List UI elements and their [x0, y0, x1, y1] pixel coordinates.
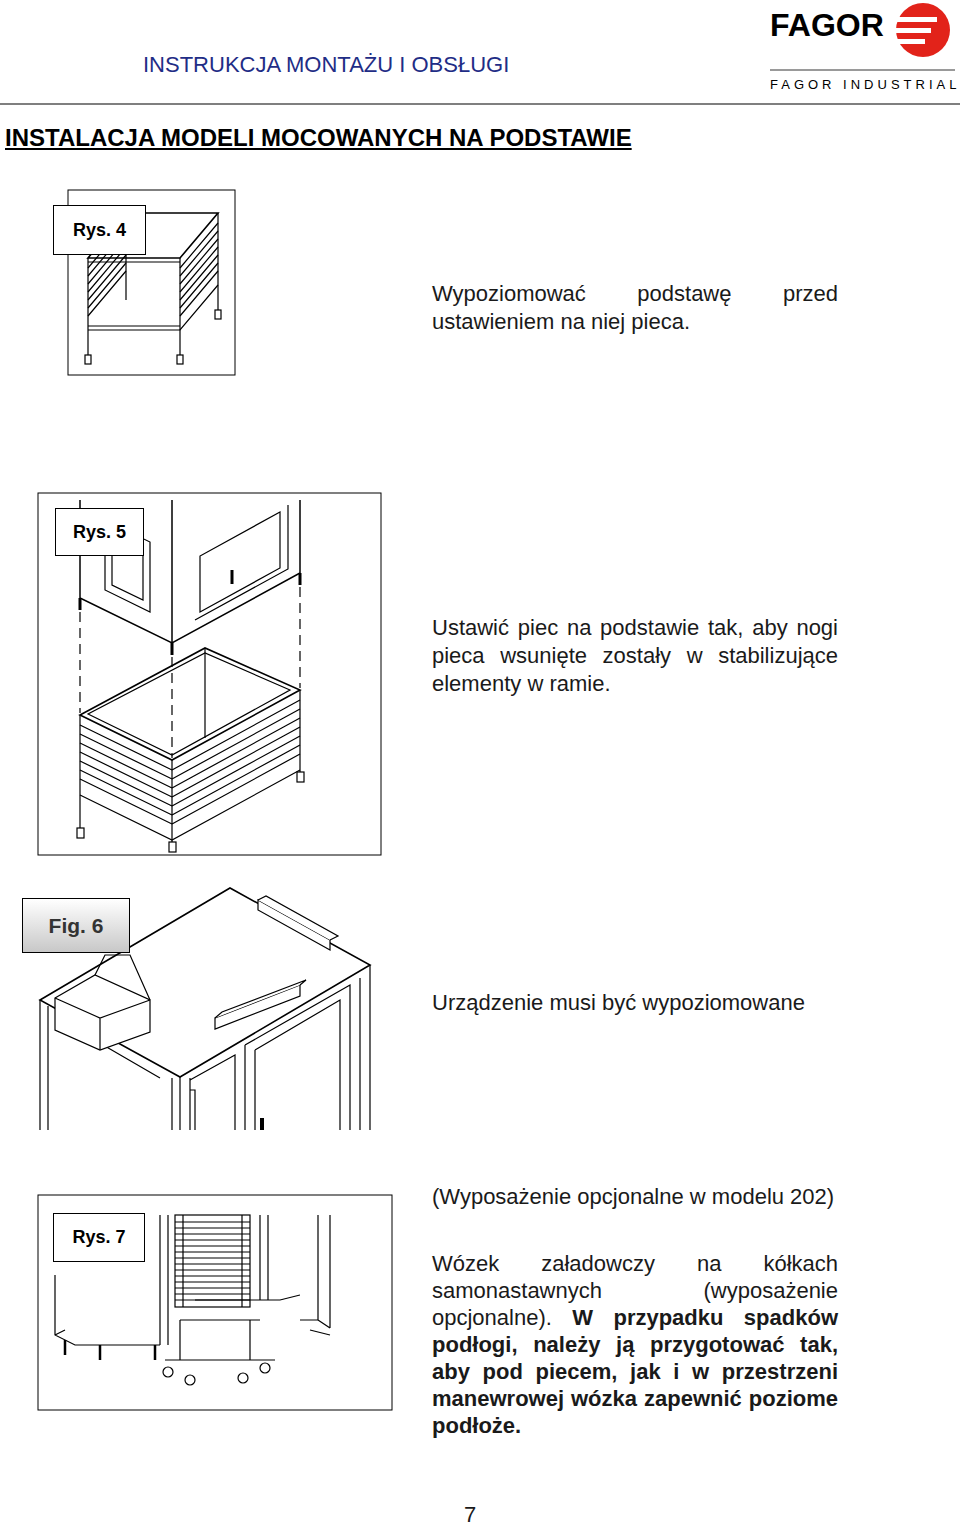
figure-number: Rys. 4: [73, 220, 126, 241]
figure-note-block: Urządzenie musi być wypoziomowane: [432, 989, 862, 1017]
figure-note-block: Ustawić piec na podstawie tak, aby nogi …: [432, 614, 838, 698]
figure-number: Rys. 5: [73, 522, 126, 543]
page-number: 7: [464, 1502, 476, 1527]
brand-logo: [893, 3, 950, 57]
figure-number: Rys. 7: [72, 1227, 125, 1248]
oven-on-stand-figure-5: [38, 493, 381, 855]
figure-note: (Wyposażenie opcjonalne w modelu 202): [432, 1184, 834, 1209]
word-space: [552, 1305, 572, 1330]
figure-note: Ustawić piec na podstawie tak, aby nogi …: [432, 615, 838, 696]
figure-note-block: (Wyposażenie opcjonalne w modelu 202): [432, 1183, 838, 1210]
figure-note: Urządzenie musi być wypoziomowane: [432, 990, 805, 1015]
figure-label-box: Fig. 6: [22, 898, 130, 953]
figure-label-box: Rys. 4: [53, 205, 146, 255]
figure-label-box: Rys. 5: [55, 508, 144, 556]
figure-note: Wypoziomować podstawę przed ustawieniem …: [432, 281, 838, 334]
page-title: INSTALACJA MODELI MOCOWANYCH NA PODSTAWI…: [5, 124, 632, 152]
brand-subtitle: FAGOR INDUSTRIAL: [770, 77, 960, 92]
figure-note-block: Wózek załadowczy na kółkach samonastawny…: [432, 1250, 838, 1439]
brand-name: FAGOR: [770, 7, 884, 43]
page-number-block: 7: [440, 1502, 500, 1527]
header-text: INSTRUKCJA MONTAŻU I OBSŁUGI: [143, 52, 509, 77]
oven-level-figure-6: [40, 888, 370, 1130]
figure-number: Fig. 6: [49, 914, 104, 938]
header-text-block: INSTRUKCJA MONTAŻU I OBSŁUGI: [143, 52, 743, 78]
figure-label-box: Rys. 7: [53, 1213, 145, 1262]
brand-subtitle-block: FAGOR INDUSTRIAL: [770, 77, 960, 93]
oven-trolley-figure-7: [38, 1195, 392, 1410]
figure-note-block: Wypoziomować podstawę przed ustawieniem …: [432, 280, 838, 336]
brand-name-block: FAGOR: [770, 6, 910, 44]
